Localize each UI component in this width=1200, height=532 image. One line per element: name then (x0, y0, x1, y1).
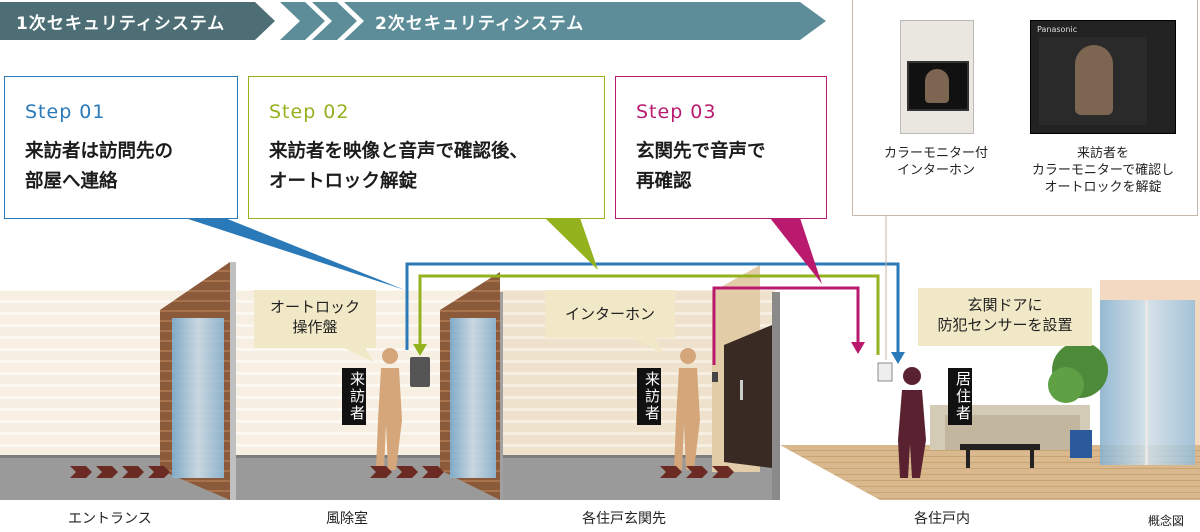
step-01-text: 来訪者は訪問先の 部屋へ連絡 (25, 141, 174, 192)
visitor-face-icon (925, 69, 949, 103)
primary-security-band (0, 2, 275, 40)
intercom-screen (907, 61, 969, 111)
visitor-label-front-door: 来訪者 (637, 368, 661, 425)
callout-tail (340, 346, 374, 362)
resident-label: 居住者 (948, 368, 972, 425)
area-vestibule: 風除室 (326, 511, 368, 527)
step-02-box: Step 02 来訪者を映像と音声で確認後、 オートロック解錠 (248, 76, 605, 219)
monitor-caption: 来訪者を カラーモニターで確認し オートロックを解錠 (1031, 146, 1175, 195)
secondary-security-title: 2次セキュリティシステム (375, 14, 585, 34)
callout-tail (630, 336, 664, 354)
monitor-brand-label: Panasonic (1037, 25, 1078, 34)
area-entrance: エントランス (68, 511, 152, 527)
area-front-door: 各住戸玄関先 (582, 511, 666, 527)
step-03-title: Step 03 (636, 101, 717, 123)
intercom-caption: カラーモニター付 インターホン (883, 146, 988, 178)
monitor-panel: Panasonic カラーモニター付 インターホン 来訪者を カラーモニターで確… (852, 0, 1198, 216)
chevron-arrow-icon (312, 2, 357, 40)
area-inside: 各住戸内 (914, 511, 970, 527)
concept-note: 概念図 (1148, 514, 1185, 528)
visitor-label-vestibule: 来訪者 (342, 368, 366, 425)
secondary-security-band (344, 2, 826, 40)
step-03-text: 玄関先で音声で 再確認 (636, 141, 766, 192)
chevron-arrow-icon (280, 2, 325, 40)
door-sensor-callout: 玄関ドアに 防犯センサーを設置 (918, 288, 1092, 346)
step-02-text: 来訪者を映像と音声で確認後、 オートロック解錠 (269, 141, 529, 192)
step-01-box: Step 01 来訪者は訪問先の 部屋へ連絡 (4, 76, 238, 219)
intercom-device (900, 20, 974, 134)
visitor-face-icon (1075, 45, 1113, 115)
primary-security-title: 1次セキュリティシステム (16, 14, 226, 34)
monitor-screen (1039, 37, 1147, 125)
step-02-title: Step 02 (269, 101, 350, 123)
color-monitor-device: Panasonic (1030, 20, 1176, 134)
autolock-panel-callout: オートロック 操作盤 (254, 290, 376, 348)
security-tier-banner (0, 2, 826, 40)
intercom-callout: インターホン (545, 290, 675, 338)
step-01-title: Step 01 (25, 101, 106, 123)
step-03-box: Step 03 玄関先で音声で 再確認 (615, 76, 827, 219)
